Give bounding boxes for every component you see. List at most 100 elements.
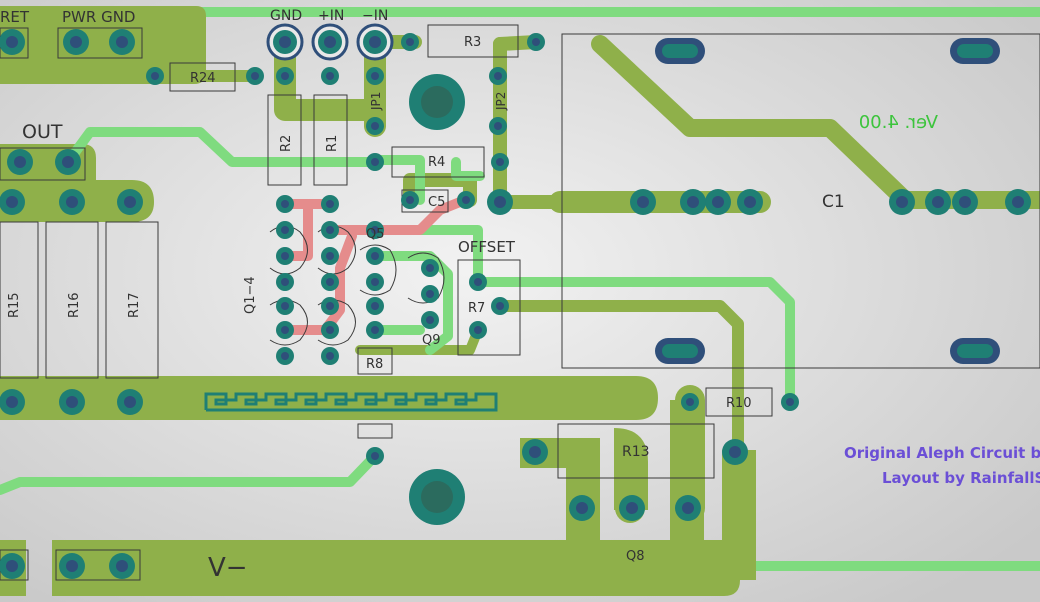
pad-hole bbox=[116, 560, 128, 572]
pad-hole bbox=[637, 196, 649, 208]
label-plus-in: +IN bbox=[318, 8, 344, 24]
pad-hole bbox=[151, 72, 159, 80]
pad-hole bbox=[494, 122, 502, 130]
pad-hole bbox=[62, 156, 74, 168]
pad-hole bbox=[744, 196, 756, 208]
pad-hole bbox=[494, 196, 506, 208]
pad-hole bbox=[66, 396, 78, 408]
pad-hole bbox=[124, 396, 136, 408]
pad-hole bbox=[326, 352, 334, 360]
pad-hole bbox=[66, 196, 78, 208]
pad-hole bbox=[124, 196, 136, 208]
pad-hole bbox=[326, 226, 334, 234]
credit-line-2: Layout by RainfallS bbox=[882, 469, 1040, 487]
label-out: OUT bbox=[22, 121, 63, 143]
pad-hole bbox=[326, 326, 334, 334]
pad-hole bbox=[371, 226, 379, 234]
pad-hole bbox=[371, 72, 379, 80]
pad-hole bbox=[6, 36, 18, 48]
pad-hole bbox=[426, 290, 434, 298]
pad-hole bbox=[326, 252, 334, 260]
pad-hole bbox=[426, 316, 434, 324]
pad-hole bbox=[326, 278, 334, 286]
pad-hole bbox=[959, 196, 971, 208]
pad-hole bbox=[371, 278, 379, 286]
pad-hole bbox=[494, 72, 502, 80]
pad-hole bbox=[576, 502, 588, 514]
label-gnd: GND bbox=[270, 8, 302, 24]
label-q5: Q5 bbox=[366, 227, 385, 242]
pad-hole bbox=[729, 446, 741, 458]
pad-hole bbox=[896, 196, 908, 208]
label-r17: R17 bbox=[127, 292, 142, 318]
label-pwr-gnd: PWR GND bbox=[62, 8, 135, 26]
pad-hole bbox=[1012, 196, 1024, 208]
pad-hole bbox=[281, 72, 289, 80]
pad-hole bbox=[474, 278, 482, 286]
pad-hole bbox=[686, 398, 694, 406]
pad-hole bbox=[496, 302, 504, 310]
pads bbox=[0, 23, 1031, 579]
pad-hole bbox=[326, 302, 334, 310]
label-minus-in: −IN bbox=[362, 8, 388, 24]
pad-hole bbox=[532, 38, 540, 46]
pad-hole bbox=[371, 158, 379, 166]
pad-hole bbox=[281, 302, 289, 310]
pad-hole bbox=[281, 200, 289, 208]
edge-traces bbox=[200, 7, 1040, 571]
version-label: Ver. 4.00 bbox=[859, 112, 938, 133]
pad-hole bbox=[279, 36, 291, 48]
pad-hole bbox=[406, 196, 414, 204]
component-outlines bbox=[0, 24, 1040, 581]
pad-hole bbox=[70, 36, 82, 48]
oval-pads bbox=[655, 38, 1000, 364]
pad-hole bbox=[326, 200, 334, 208]
label-r24: R24 bbox=[190, 71, 216, 86]
pad-hole bbox=[369, 36, 381, 48]
label-q8: Q8 bbox=[626, 549, 645, 564]
label-r8: R8 bbox=[366, 357, 383, 372]
label-q9: Q9 bbox=[422, 333, 441, 348]
label-r13: R13 bbox=[622, 444, 650, 460]
pad-hole bbox=[406, 38, 414, 46]
pad-hole bbox=[6, 560, 18, 572]
label-r10: R10 bbox=[726, 396, 752, 411]
pad-hole bbox=[529, 446, 541, 458]
label-r7: R7 bbox=[468, 301, 485, 316]
pad-hole bbox=[496, 158, 504, 166]
pad-hole bbox=[281, 278, 289, 286]
label-r3: R3 bbox=[464, 35, 481, 50]
label-c1: C1 bbox=[822, 192, 845, 212]
pad-hole bbox=[712, 196, 724, 208]
pad-hole bbox=[14, 156, 26, 168]
pad-hole bbox=[786, 398, 794, 406]
pad-hole bbox=[371, 252, 379, 260]
label-jp1: JP1 bbox=[369, 92, 383, 111]
pad-hole bbox=[6, 196, 18, 208]
label-q1-4: Q1−4 bbox=[243, 276, 258, 314]
pad-hole bbox=[687, 196, 699, 208]
pad-hole bbox=[462, 196, 470, 204]
greek-key-pattern bbox=[204, 392, 498, 412]
pad-hole bbox=[371, 326, 379, 334]
pad-hole bbox=[251, 72, 259, 80]
pad-hole bbox=[326, 72, 334, 80]
label-r4: R4 bbox=[428, 155, 445, 170]
label-r16: R16 bbox=[67, 292, 82, 318]
label-offset: OFFSET bbox=[458, 238, 516, 256]
pad-hole bbox=[371, 122, 379, 130]
pad-hole bbox=[6, 396, 18, 408]
pad-hole bbox=[66, 560, 78, 572]
pad-hole bbox=[371, 452, 379, 460]
pad-hole bbox=[426, 264, 434, 272]
pad-hole bbox=[626, 502, 638, 514]
label-r2: R2 bbox=[279, 135, 294, 152]
label-c5: C5 bbox=[428, 195, 445, 210]
silkscreen-labels: RET PWR GND GND +IN −IN OUT V− R24 R3 R4… bbox=[0, 8, 1040, 583]
pad-hole bbox=[281, 352, 289, 360]
label-v-minus: V− bbox=[208, 553, 248, 583]
pad-hole bbox=[116, 36, 128, 48]
label-r1: R1 bbox=[325, 135, 340, 152]
pad-hole bbox=[281, 326, 289, 334]
